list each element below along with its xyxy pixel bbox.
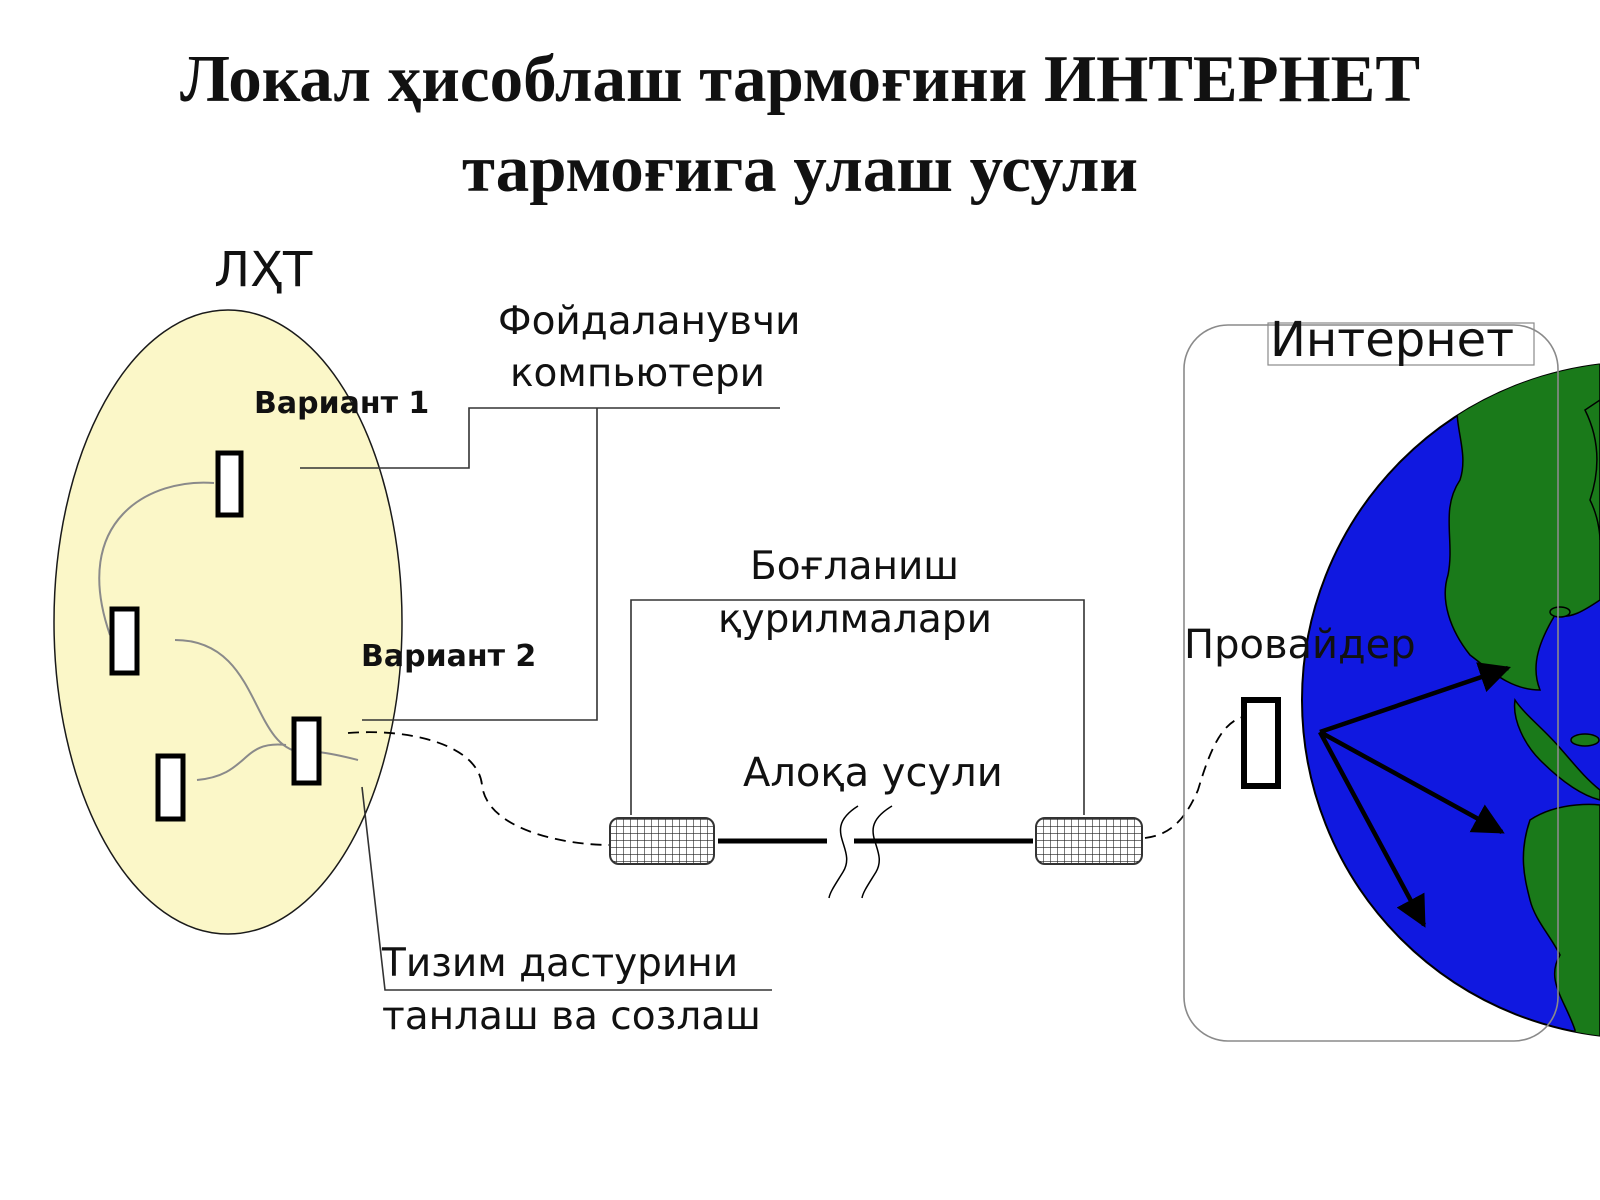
system-software-label-2: танлаш ва созлаш [382, 994, 761, 1039]
leader-lines [300, 407, 1085, 991]
internet-frame [1183, 324, 1559, 1042]
link-devices-label-1: Боғланиш [750, 544, 959, 589]
computer-icon [291, 716, 322, 786]
title-line-1: Локал ҳисоблаш тармоғини ИНТЕРНЕТ [179, 42, 1421, 116]
leader-system-software [361, 786, 772, 991]
dashed-links [347, 715, 1248, 846]
leader-user-computers-1 [300, 407, 780, 469]
variant-1-label: Вариант 1 [254, 386, 430, 421]
dashed-link-lan-device [347, 731, 611, 846]
communication-line [718, 805, 1033, 899]
internet-label: Интернет [1270, 312, 1515, 368]
lan-link [196, 743, 287, 781]
earth-globe [1301, 362, 1600, 1038]
title-line-2: тармоғига улаш усули [462, 132, 1138, 206]
lan-links [98, 481, 359, 781]
link-device-right [1035, 817, 1143, 865]
provider-computer-icon [1241, 697, 1281, 789]
leader-link-devices [630, 599, 1085, 815]
computer-icon [215, 450, 244, 518]
lan-link [317, 751, 359, 761]
lan-label: ЛҲТ [214, 242, 313, 298]
link-device-left [609, 817, 715, 865]
dashed-link-device-provider [1144, 715, 1248, 839]
arrow [1318, 730, 1426, 928]
internet-label-box [1267, 322, 1535, 366]
computer-icon [155, 753, 186, 822]
computer-icons [109, 450, 322, 822]
computer-icon [109, 606, 140, 676]
user-computers-label-1: Фойдаланувчи [498, 299, 801, 344]
system-software-label-1: Тизим дастурини [382, 941, 739, 986]
leader-user-computers-2 [362, 408, 598, 721]
provider-arrows [1318, 662, 1511, 928]
user-computers-label-2: компьютери [510, 351, 765, 396]
lan-link [98, 481, 215, 636]
arrow [1318, 730, 1505, 834]
comm-method-label: Алоқа усули [743, 750, 1003, 796]
arrow [1319, 662, 1511, 735]
link-devices-label-2: қурилмалари [718, 597, 992, 642]
variant-2-label: Вариант 2 [361, 639, 537, 674]
provider-label: Провайдер [1184, 622, 1416, 668]
